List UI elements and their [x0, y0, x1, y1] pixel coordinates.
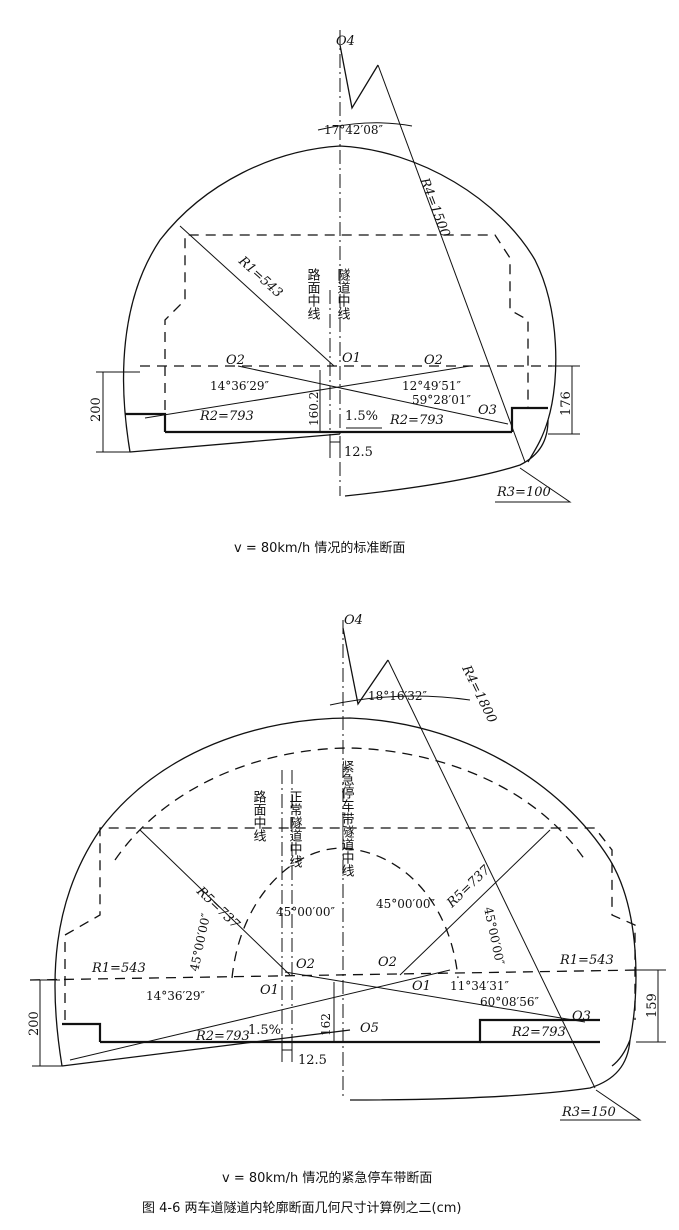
bottom-o2-left-label: O2	[296, 957, 315, 972]
bottom-angle-45a-label: 45°00′00″	[276, 905, 336, 919]
top-r3-leader	[495, 467, 572, 503]
top-caption: v = 80km/h 情况的标准断面	[234, 540, 405, 556]
bottom-r2-left-label: R2=793	[195, 1029, 250, 1044]
bottom-r1-right-label: R1=543	[559, 953, 614, 968]
top-r4-line	[377, 64, 526, 463]
bottom-road-surface	[100, 1018, 600, 1044]
diagram-top: O4 17°42′08″ R4=1500 R1=543 路面中线 隧道中线 O1…	[89, 30, 580, 556]
top-r2-left-line	[144, 365, 471, 419]
bottom-angle-label: 18°16′32″	[368, 689, 428, 703]
bottom-left-curb	[62, 1022, 102, 1042]
top-clearance-outline	[164, 234, 529, 410]
bottom-invert	[61, 1029, 351, 1067]
bottom-caption: v = 80km/h 情况的紧急停车带断面	[222, 1170, 432, 1186]
top-dim-160-label: 160.2	[307, 392, 321, 426]
bottom-o1-right-label: O1	[412, 979, 431, 994]
top-r2-right-line	[237, 365, 509, 425]
bottom-r5-left-line	[139, 829, 291, 976]
top-o2-right-label: O2	[424, 353, 443, 368]
bottom-road-centerline-label: 路面中线	[251, 789, 267, 842]
bottom-o4-notch	[342, 627, 389, 706]
bottom-emergency-centerline-label: 紧急停车带隧道中线	[339, 760, 355, 877]
top-right-curb	[510, 406, 548, 432]
top-angle-right2-label: 59°28′01″	[412, 393, 472, 407]
bottom-angle-right2-label: 60°08′56″	[480, 995, 540, 1009]
top-dim-125-label: 12.5	[344, 445, 373, 460]
bottom-dim-162-label: 162	[319, 1013, 333, 1036]
top-slope-label: 1.5%	[345, 409, 378, 424]
top-invert-left	[129, 433, 341, 453]
bottom-o3-label: O3	[572, 1009, 591, 1024]
top-r3-curve	[344, 419, 549, 497]
bottom-o4-label: O4	[344, 613, 363, 628]
top-r4-label: R4=1500	[416, 175, 453, 239]
top-r1-label: R1=543	[235, 253, 286, 301]
bottom-angle-45b-label: 45°00′00″	[376, 897, 436, 911]
bottom-dim-200-label: 200	[27, 1011, 42, 1036]
bottom-r2-right-label: R2=793	[511, 1025, 566, 1040]
figure-caption: 图 4-6 两车道隧道内轮廓断面几何尺寸计算例之二(cm)	[142, 1200, 461, 1216]
top-o4-notch	[339, 44, 379, 110]
bottom-r5-right-line	[399, 829, 551, 976]
bottom-r5-outer	[114, 747, 586, 861]
top-road-centerline-label: 路面中线	[305, 267, 321, 320]
bottom-o5-label: O5	[360, 1021, 379, 1036]
top-left-curb	[125, 412, 167, 432]
bottom-o2-right-label: O2	[378, 955, 397, 970]
bottom-r4-line	[387, 659, 596, 1089]
top-r2-right-label: R2=793	[389, 413, 444, 428]
top-o1-label: O1	[342, 351, 361, 366]
bottom-dim-159-label: 159	[645, 993, 660, 1018]
top-angle-right1-label: 12°49′51″	[402, 379, 462, 393]
top-dim-176-label: 176	[559, 391, 574, 416]
bottom-angle-left-label: 14°36′29″	[146, 989, 206, 1003]
top-r3-label: R3=100	[496, 485, 551, 500]
bottom-r2-right-line	[284, 971, 586, 1023]
top-o4-label: O4	[336, 34, 355, 49]
bottom-r5-arch	[231, 847, 459, 979]
bottom-normal-centerline-label: 正常隧道中线	[287, 790, 303, 868]
bottom-o1-left-label: O1	[260, 983, 279, 998]
top-tunnel-centerline-label: 隧道中线	[335, 267, 351, 320]
bottom-r5-right-label: R5=737	[444, 862, 494, 911]
bottom-clearance-outline	[64, 827, 636, 1020]
bottom-dim-125-label: 12.5	[298, 1053, 327, 1068]
bottom-r4-label: R4=1800	[458, 662, 499, 725]
top-angle-label: 17°42′08″	[324, 123, 384, 137]
top-outer-arch	[122, 145, 557, 463]
bottom-angle-45c-label: 45°00′00″	[187, 911, 213, 972]
bottom-r2-left-line	[69, 969, 451, 1061]
bottom-angle-arc	[329, 695, 471, 706]
top-r1-line	[179, 225, 335, 367]
bottom-angle-45d-label: 45°00′00″	[481, 906, 507, 967]
diagram-bottom: O4 18°16′32″ R4=1800 路面中线 正常隧道中线 紧急停车带隧道…	[27, 613, 666, 1186]
bottom-slope-label: 1.5%	[248, 1023, 281, 1038]
bottom-r1-left-label: R1=543	[91, 961, 146, 976]
bottom-angle-right1-label: 11°34′31″	[450, 979, 510, 993]
top-angle-left-label: 14°36′29″	[210, 379, 270, 393]
bottom-r3-label: R3=150	[561, 1105, 616, 1120]
top-dim-200-label: 200	[89, 397, 104, 422]
bottom-r3-leader	[560, 1089, 642, 1121]
top-o3-label: O3	[478, 403, 497, 418]
bottom-r3-curve	[349, 1039, 631, 1101]
top-angle-arc	[317, 122, 413, 131]
top-o2-left-label: O2	[226, 353, 245, 368]
top-r2-left-label: R2=793	[199, 409, 254, 424]
